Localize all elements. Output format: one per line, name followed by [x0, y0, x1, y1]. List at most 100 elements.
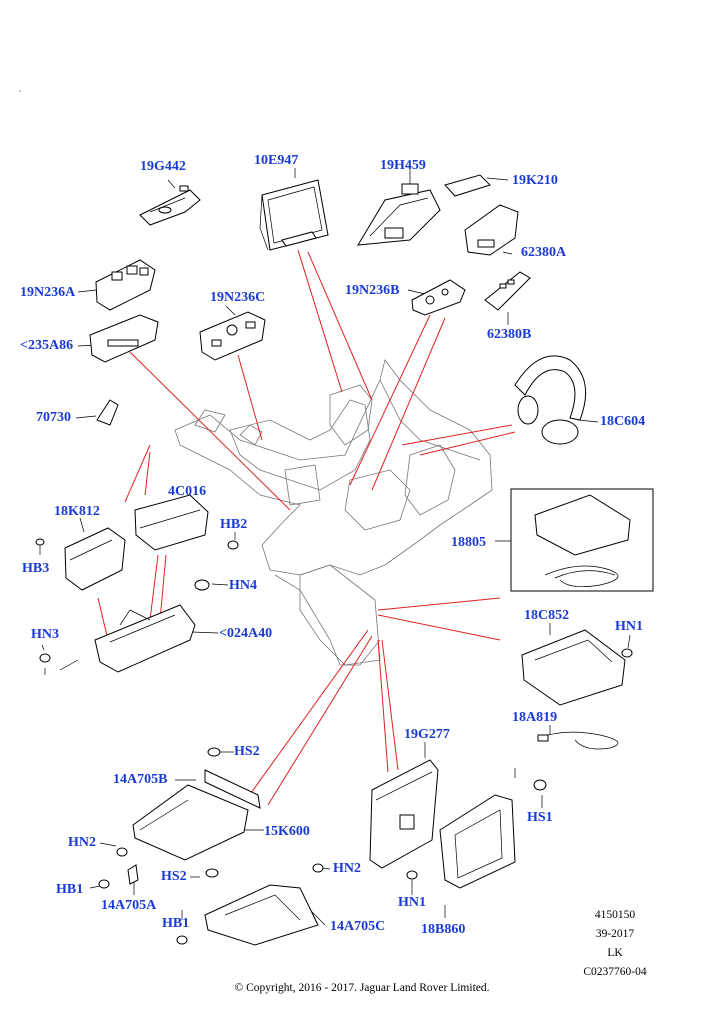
label-62380A: 62380A	[521, 245, 567, 260]
part-HB1-bolt-left	[98, 879, 110, 889]
part-HS2-screw-upper	[207, 747, 221, 757]
leader-bracket-a	[97, 597, 109, 641]
part-HN3-nut	[39, 653, 51, 663]
label-18C852: 18C852	[524, 608, 570, 623]
part-19H459-seat-holder	[357, 183, 441, 246]
part-70730-label-pad	[96, 399, 119, 426]
part-10E947-display-screen	[259, 179, 329, 251]
leader-18805	[377, 597, 501, 611]
label-19N236B: 19N236B	[345, 283, 400, 298]
label-18805: 18805	[451, 535, 486, 550]
part-HB1-bolt-lower	[176, 935, 188, 945]
part-19G277-module	[369, 759, 439, 869]
part-19G442-overhead-light	[139, 185, 201, 226]
part-14A705A-bracket	[127, 864, 139, 885]
part-235A86-control-module	[89, 314, 159, 363]
part-HB3-bolt	[35, 538, 45, 546]
part-HN1-nut-upper	[621, 648, 633, 658]
label-HS2-lower: HS2	[161, 869, 187, 884]
label-14A705B: 14A705B	[113, 772, 168, 787]
leader-14A705B	[245, 629, 369, 801]
leader-15K600	[267, 635, 373, 806]
label-HN4: HN4	[229, 578, 257, 593]
label-19N236C: 19N236C	[210, 290, 266, 305]
label-18K812: 18K812	[54, 504, 100, 519]
leader-18C604-a	[401, 424, 513, 446]
part-19K210-cover	[444, 174, 491, 197]
label-HB1-left: HB1	[56, 882, 84, 897]
label-235A86: <235A86	[20, 338, 74, 353]
leader-10E947-a	[297, 249, 343, 393]
part-62380B-remote-control	[484, 271, 531, 311]
leader-4C016	[144, 451, 151, 496]
part-HB2-bolt	[227, 540, 239, 550]
part-18C852-module	[521, 629, 626, 706]
leader-19N236B-b	[371, 317, 446, 491]
part-19N236B-control-panel	[411, 279, 466, 316]
part-18C604-headphones	[514, 355, 587, 445]
part-14A705C-bracket	[204, 884, 319, 946]
part-HN4-nut	[194, 579, 210, 591]
part-14A705B-bracket	[204, 769, 261, 809]
leader-18C604-b	[419, 431, 516, 456]
illustration-id: C0237760-04	[583, 966, 647, 978]
label-HN3: HN3	[31, 627, 59, 642]
label-18C604: 18C604	[600, 414, 646, 429]
leader-18C852	[377, 614, 501, 641]
label-10E947: 10E947	[254, 153, 299, 168]
label-15K600: 15K600	[264, 824, 310, 839]
label-HN1-upper: HN1	[615, 619, 643, 634]
label-HN2-left: HN2	[68, 835, 96, 850]
label-18A819: 18A819	[512, 710, 558, 725]
part-19N236A-switch-pack	[95, 259, 156, 311]
leader-19N236C	[237, 354, 263, 441]
model-code: LK	[607, 947, 623, 959]
part-15K600-module	[132, 784, 249, 861]
leader-lines	[97, 249, 516, 806]
label-HB1-lower: HB1	[162, 916, 190, 931]
part-18K812-module	[64, 527, 126, 591]
label-HS2-upper: HS2	[234, 744, 260, 759]
label-18B860: 18B860	[421, 922, 466, 937]
part-024A40-bracket	[94, 604, 196, 673]
label-HN2-right: HN2	[333, 861, 361, 876]
label-4C016: 4C016	[168, 484, 207, 499]
label-19N236A: 19N236A	[20, 285, 76, 300]
part-18B860-bracket	[439, 794, 516, 889]
label-19H459: 19H459	[380, 158, 426, 173]
part-HS1-screw	[533, 779, 547, 791]
vehicle-interior-outline	[174, 359, 493, 666]
leader-18K812	[124, 444, 151, 503]
label-HS1: HS1	[527, 810, 553, 825]
label-19K210: 19K210	[512, 173, 558, 188]
label-HB3: HB3	[22, 561, 50, 576]
part-18805-kit	[510, 488, 654, 592]
leader-19N236B-a	[349, 314, 431, 486]
drawing-reference: 4150150 39-2017 LK C0237760-04	[580, 906, 650, 982]
label-024A40: <024A40	[219, 626, 273, 641]
leader-bracket-c	[159, 554, 167, 621]
leader-19G277-a	[377, 639, 389, 773]
part-HN2-nut-right	[312, 863, 324, 873]
part-4C016-amplifier	[134, 494, 209, 551]
label-19G277: 19G277	[404, 727, 450, 742]
copyright-notice: © Copyright, 2016 - 2017. Jaguar Land Ro…	[234, 982, 490, 994]
label-70730: 70730	[36, 410, 71, 425]
leader-10E947-b	[307, 251, 373, 401]
label-62380B: 62380B	[487, 327, 532, 342]
label-HB2: HB2	[220, 517, 248, 532]
part-HN1-nut-lower	[406, 870, 418, 880]
leader-235A86	[129, 351, 291, 511]
leader-19G277-b	[381, 639, 399, 771]
part-HS2-screw-lower	[205, 868, 219, 878]
drawing-number: 4150150	[594, 909, 636, 921]
label-14A705A: 14A705A	[101, 898, 157, 913]
part-19N236C-switch-pack	[199, 311, 266, 361]
part-18A819-cable	[537, 731, 619, 750]
part-62380A-headrest-unit	[464, 204, 519, 256]
drawing-date: 39-2017	[595, 928, 635, 940]
label-19G442: 19G442	[140, 159, 186, 174]
label-14A705C: 14A705C	[330, 919, 386, 934]
